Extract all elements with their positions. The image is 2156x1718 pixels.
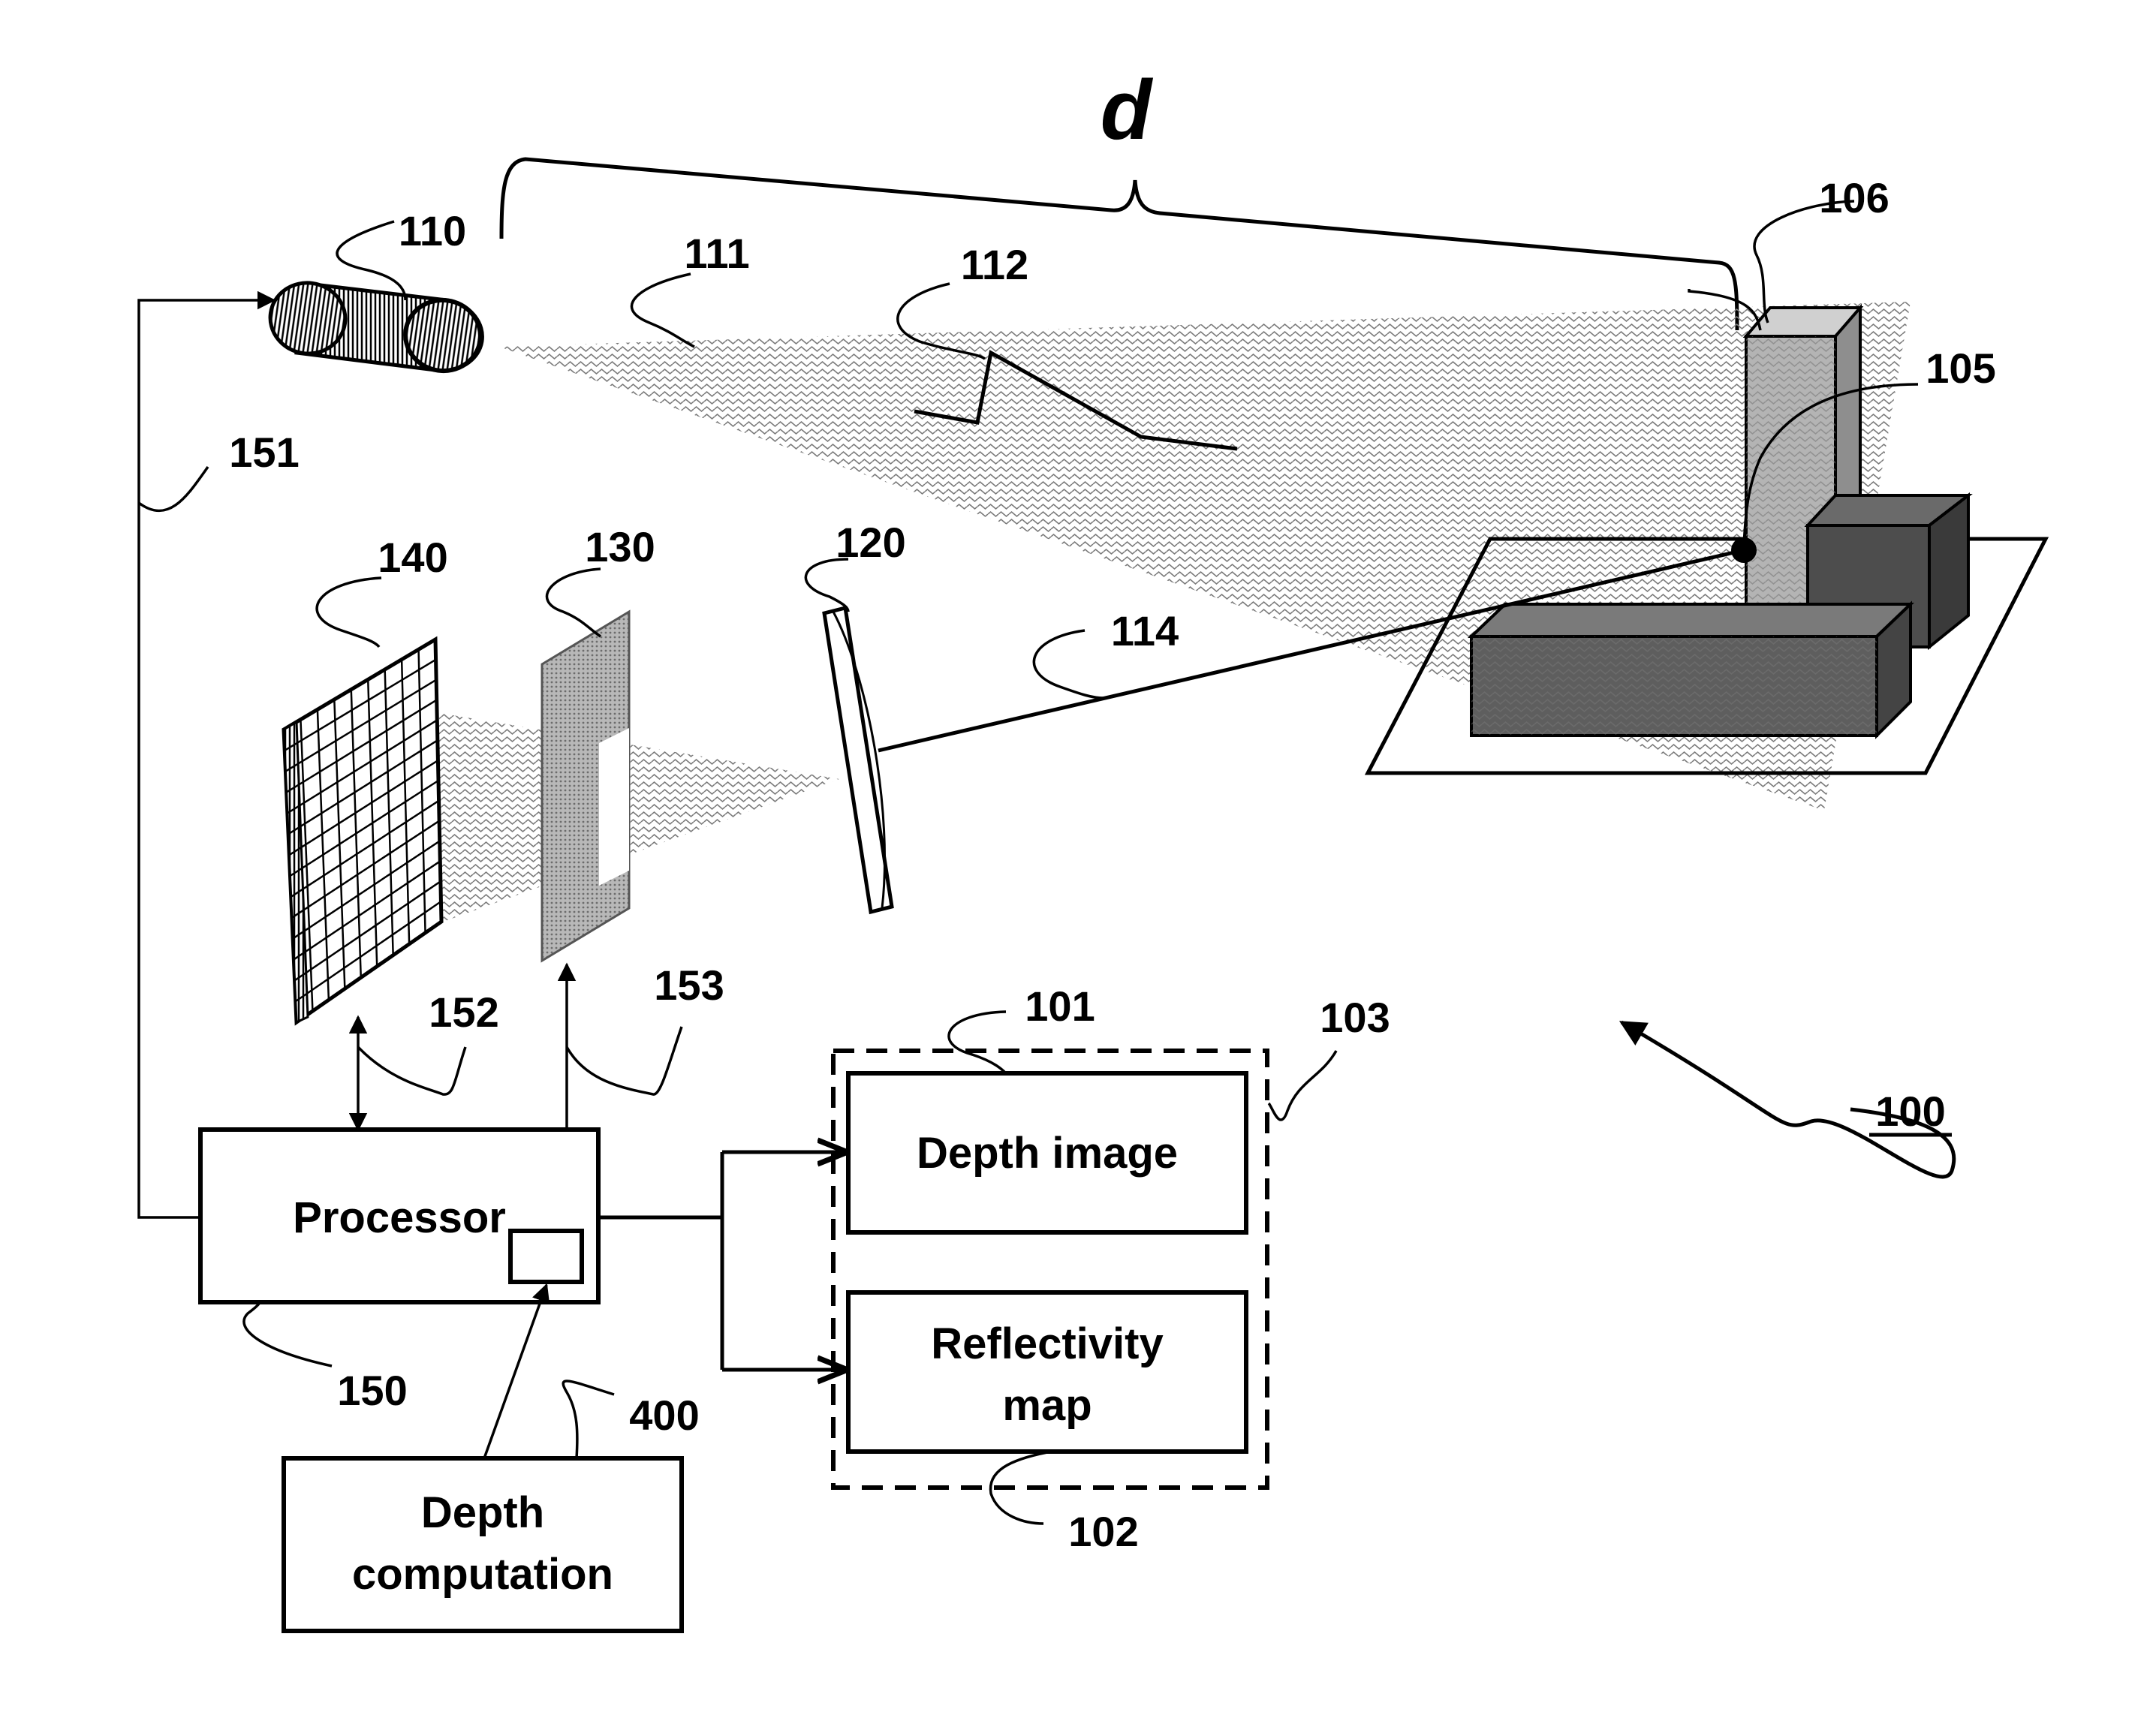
ref-153: 153 [654, 961, 724, 1009]
depth-image-block: Depth image [848, 1073, 1246, 1232]
ref-112: 112 [961, 241, 1028, 288]
lens [824, 608, 892, 912]
depth-computation-line2: computation [352, 1550, 613, 1599]
processor-label: Processor [293, 1193, 506, 1242]
ref-120: 120 [836, 519, 905, 566]
focused-light-cone [439, 713, 839, 923]
reflectivity-label-line1: Reflectivity [931, 1319, 1163, 1368]
ref-103: 103 [1320, 994, 1390, 1041]
ref-400: 400 [629, 1392, 699, 1439]
ref-106: 106 [1819, 174, 1889, 221]
ref-130: 130 [585, 523, 655, 570]
light-source [266, 278, 485, 375]
reflectivity-map-block: Reflectivity map [848, 1292, 1246, 1452]
ref-105: 105 [1926, 345, 1995, 392]
ref-152: 152 [429, 988, 498, 1036]
ref-150: 150 [337, 1367, 407, 1414]
reflectivity-label-line2: map [1002, 1381, 1092, 1430]
sensor-array [284, 639, 441, 1022]
ref-102: 102 [1068, 1508, 1138, 1555]
ref-140: 140 [378, 534, 447, 581]
front-box-object [1471, 604, 1911, 736]
ref-151: 151 [229, 429, 299, 476]
depth-computation-block: Depth computation [284, 1285, 682, 1631]
ref-111: 111 [684, 230, 749, 277]
ref-114: 114 [1111, 607, 1179, 654]
ref-110: 110 [399, 207, 466, 254]
ref-101: 101 [1025, 982, 1095, 1030]
processor-block: Processor [200, 1130, 598, 1302]
distance-label: d [1101, 63, 1154, 157]
ref-100: 100 [1875, 1088, 1945, 1135]
depth-image-label: Depth image [917, 1129, 1178, 1178]
distance-brace: d [501, 63, 1737, 330]
depth-computation-line1: Depth [421, 1488, 544, 1537]
processor-outputs [598, 1152, 845, 1370]
filter [542, 612, 629, 961]
